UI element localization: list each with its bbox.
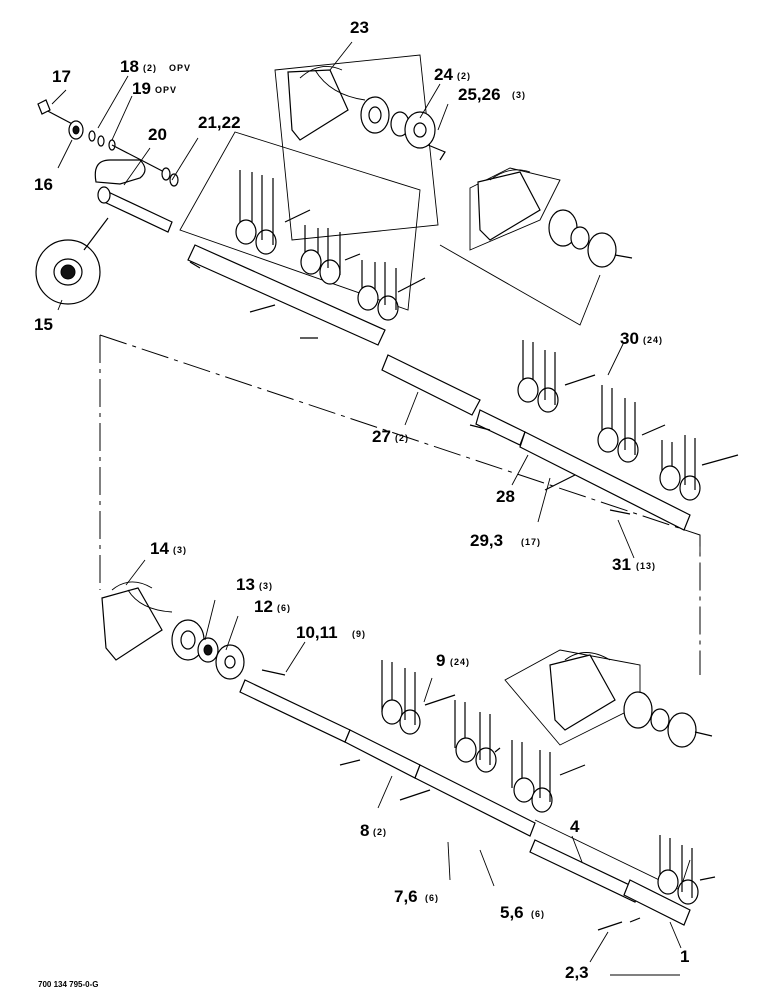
- callout-9: 9: [436, 651, 445, 670]
- callout-14-qty: (3): [173, 545, 187, 555]
- upper-tine-bar: [179, 131, 426, 346]
- callout-18-qty: (2): [143, 63, 157, 73]
- callout-30: 30: [620, 329, 639, 348]
- callout-7-6: 7,6: [394, 887, 418, 906]
- callout-1: 1: [680, 947, 689, 966]
- callout-7-6-qty: (6): [425, 893, 439, 903]
- callout-18-opv: OPV: [169, 63, 191, 73]
- callout-10-11-qty: (9): [352, 629, 366, 639]
- callout-27-qty: (2): [395, 433, 409, 443]
- callout-29-3: 29,3: [470, 531, 503, 550]
- callout-29-3-qty: (17): [521, 537, 541, 547]
- callout-28: 28: [496, 487, 515, 506]
- callout-31-qty: (13): [636, 561, 656, 571]
- callout-2-3: 2,3: [565, 963, 589, 982]
- callout-8-qty: (2): [373, 827, 387, 837]
- callout-15: 15: [34, 315, 53, 334]
- tine-group-lower: [381, 660, 586, 813]
- callout-27: 27: [372, 427, 391, 446]
- callout-16: 16: [34, 175, 53, 194]
- callout-13-qty: (3): [259, 581, 273, 591]
- callout-24: 24: [434, 65, 453, 84]
- callout-13: 13: [236, 575, 255, 594]
- callout-25-26-qty: (3): [512, 90, 526, 100]
- lower-tine-bar: [239, 660, 586, 837]
- callout-24-qty: (2): [457, 71, 471, 81]
- crank-assembly: [35, 99, 179, 305]
- lower-right-bracket: [504, 649, 713, 891]
- callout-30-qty: (24): [643, 335, 663, 345]
- lower-left-bracket: [101, 581, 286, 680]
- callout-8: 8: [360, 821, 369, 840]
- upper-bracket-assembly: [274, 54, 446, 241]
- callout-14: 14: [150, 539, 169, 558]
- tine-group-upper: [235, 170, 426, 321]
- callout-21-22: 21,22: [198, 113, 241, 132]
- callout-9-qty: (24): [450, 657, 470, 667]
- callout-12-qty: (6): [277, 603, 291, 613]
- callout-17: 17: [52, 67, 71, 86]
- callout-23: 23: [350, 18, 369, 37]
- callout-25-26: 25,26: [458, 85, 501, 104]
- middle-tine-bar: [381, 340, 739, 555]
- right-upper-bracket: [439, 167, 633, 326]
- callout-10-11: 10,11: [296, 623, 338, 642]
- callout-18: 18: [120, 57, 139, 76]
- callout-4: 4: [570, 817, 580, 836]
- bottom-right-shaft: [529, 835, 716, 931]
- callout-19-opv: OPV: [155, 85, 177, 95]
- callout-12: 12: [254, 597, 273, 616]
- callout-5-6: 5,6: [500, 903, 524, 922]
- callout-labels: 17 18 (2) OPV 19 OPV 16 20 21,22 15 23 2…: [34, 18, 689, 989]
- callout-19: 19: [132, 79, 151, 98]
- callout-31: 31: [612, 555, 631, 574]
- callout-20: 20: [148, 125, 167, 144]
- leader-lines: [51, 41, 682, 976]
- alignment-dashed-line: [99, 334, 701, 675]
- tine-group-middle: [517, 340, 739, 501]
- callout-5-6-qty: (6): [531, 909, 545, 919]
- footer-code: 700 134 795-0-G: [38, 980, 99, 989]
